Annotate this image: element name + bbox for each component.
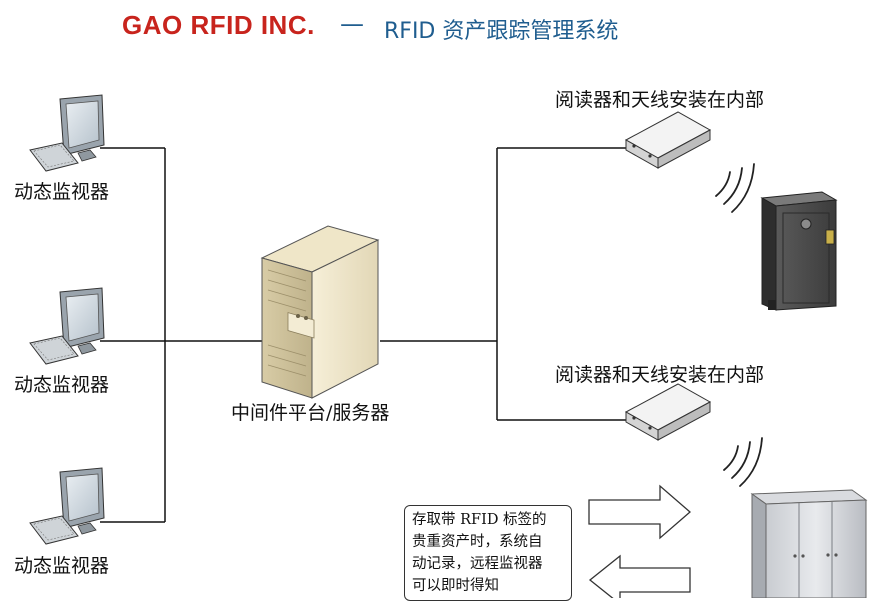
cabinet-icon xyxy=(750,489,868,598)
arrow-right-icon xyxy=(588,484,691,540)
monitor-label: 动态监视器 xyxy=(14,555,110,577)
signal-waves-icon xyxy=(723,437,763,487)
monitor-label: 动态监视器 xyxy=(14,181,110,203)
system-title: RFID 资产跟踪管理系统 xyxy=(384,19,619,44)
server-label: 中间件平台/服务器 xyxy=(231,402,390,424)
title-separator: — xyxy=(340,10,364,38)
monitor-icon xyxy=(29,287,105,365)
company-title: GAO RFID INC. xyxy=(122,10,315,40)
note-line: 贵重资产时，系统自 xyxy=(412,534,543,550)
reader-label: 阅读器和天线安装在内部 xyxy=(555,89,765,111)
reader-icon xyxy=(624,111,712,169)
note-callout: 存取带 RFID 标签的 贵重资产时，系统自 动记录，远程监视器 可以即时得知 xyxy=(404,505,572,601)
monitor-icon xyxy=(29,94,105,172)
note-line: 动记录，远程监视器 xyxy=(412,556,543,572)
note-line: 可以即时得知 xyxy=(412,578,499,594)
reader-icon xyxy=(624,383,712,441)
note-line: 存取带 RFID 标签的 xyxy=(412,512,547,528)
safe-icon xyxy=(760,191,838,311)
monitor-icon xyxy=(29,467,105,545)
server-icon xyxy=(260,225,380,399)
arrow-left-icon xyxy=(588,554,691,598)
reader-label: 阅读器和天线安装在内部 xyxy=(555,364,765,386)
connection-lines xyxy=(100,147,628,523)
signal-waves-icon xyxy=(715,163,755,213)
monitor-label: 动态监视器 xyxy=(14,374,110,396)
